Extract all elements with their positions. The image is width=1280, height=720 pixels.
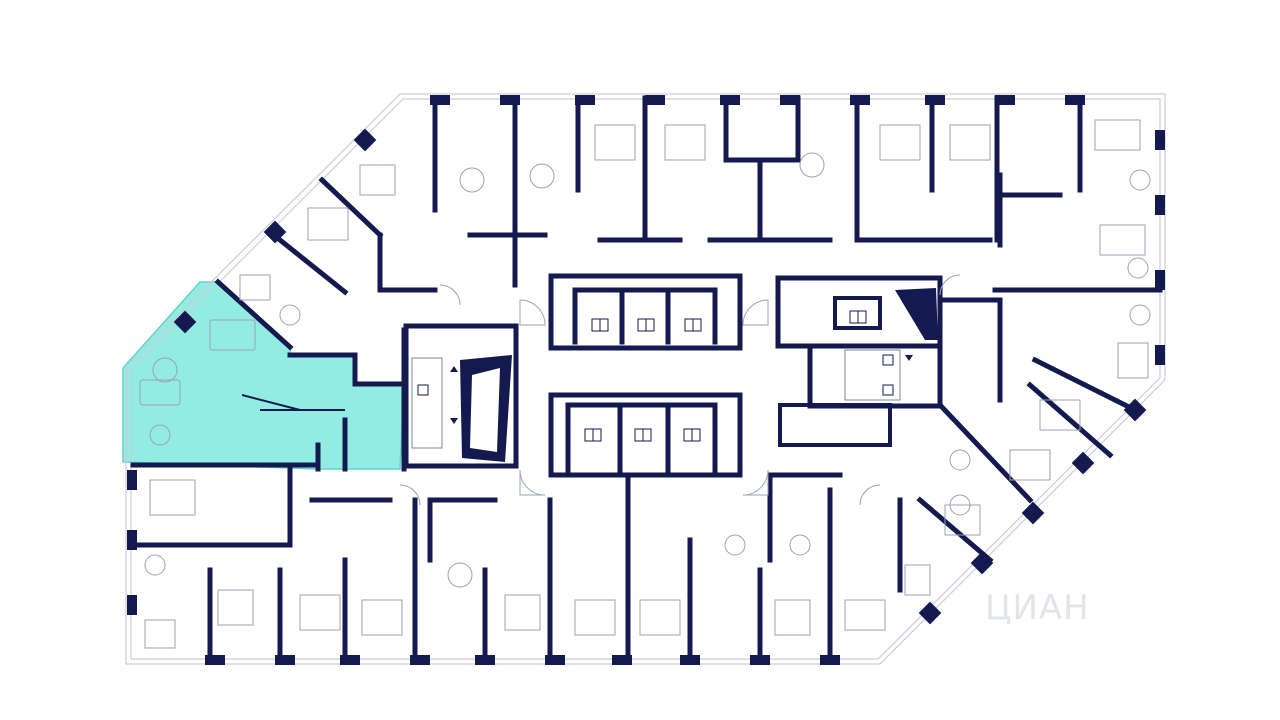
exterior-pillar: [127, 470, 137, 490]
exterior-pillar: [575, 95, 595, 105]
stair-arrow-icons: [417, 354, 913, 424]
exterior-pillar: [127, 530, 137, 550]
exterior-pillar: [780, 95, 800, 105]
exterior-pillar: [1065, 95, 1085, 105]
exterior-pillar: [1155, 270, 1165, 290]
furniture: [139, 119, 1151, 649]
exterior-pillar: [1155, 130, 1165, 150]
exterior-pillar: [545, 655, 565, 665]
exterior-pillar: [850, 95, 870, 105]
exterior-pillar: [430, 95, 450, 105]
elevator-block-bottom: [548, 392, 743, 478]
elevator-block-top: [548, 273, 743, 351]
exterior-pillar: [500, 95, 520, 105]
exterior-pillar: [995, 95, 1015, 105]
exterior-pillar: [127, 595, 137, 615]
exterior-pillar: [353, 128, 377, 152]
exterior-pillar: [1155, 345, 1165, 365]
elevator-icons: [584, 310, 867, 442]
exterior-pillar: [1071, 451, 1095, 475]
exterior-pillar: [925, 95, 945, 105]
exterior-pillar: [205, 655, 225, 665]
stair-core-left: [403, 323, 519, 469]
exterior-pillar: [1155, 195, 1165, 215]
watermark: ЦИАН: [985, 588, 1090, 628]
exterior-pillar: [410, 655, 430, 665]
exterior-pillar: [720, 95, 740, 105]
building-outline: [125, 93, 1166, 665]
highlighted-apartment[interactable]: [122, 281, 405, 470]
exterior-pillar: [918, 601, 942, 625]
exterior-pillar: [340, 655, 360, 665]
central-core: [403, 273, 943, 478]
exterior-pillar: [645, 95, 665, 105]
exterior-pillar: [612, 655, 632, 665]
interior-walls: [130, 95, 1163, 663]
exterior-pillar: [275, 655, 295, 665]
doors: [399, 274, 961, 506]
exterior-pillar: [1021, 501, 1045, 525]
